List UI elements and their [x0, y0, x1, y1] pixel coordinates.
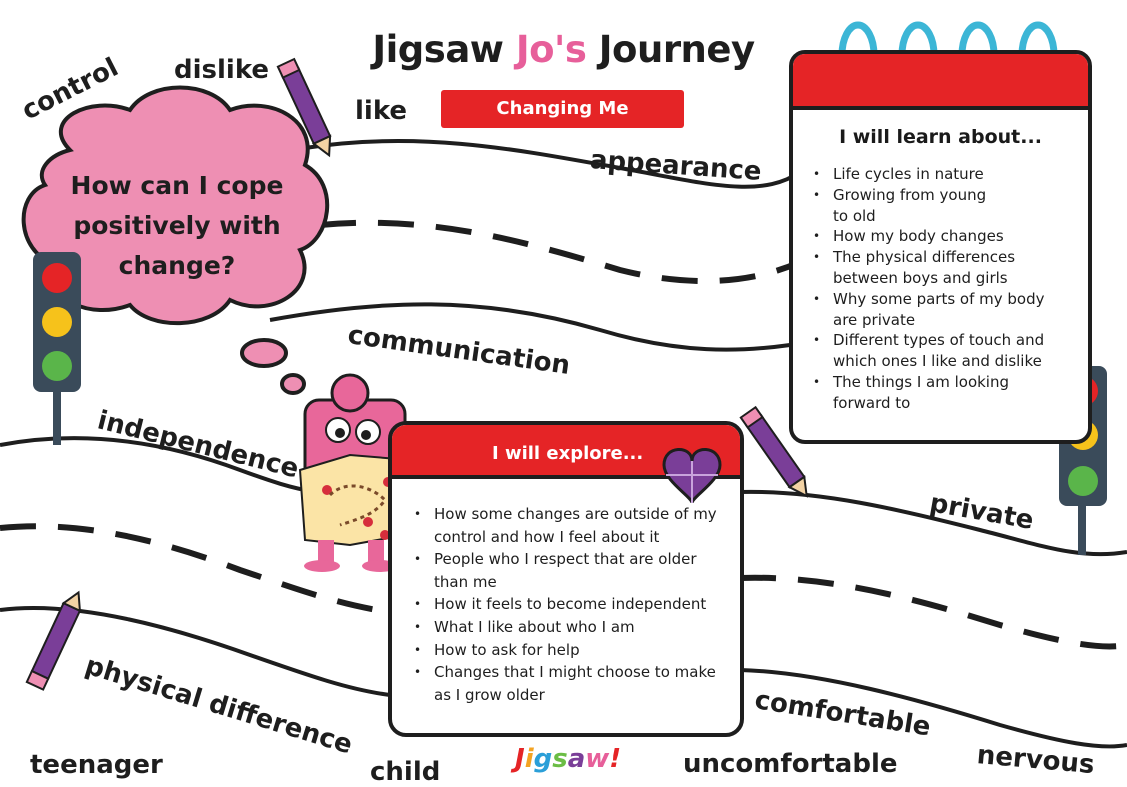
list-item: How my body changes [811, 226, 1071, 247]
title-part-2: Jo's [515, 28, 587, 71]
title-part-3: Journey [586, 28, 755, 71]
list-item: How some changes are outside of my contr… [412, 503, 734, 548]
list-item: Life cycles in nature [811, 164, 1071, 185]
title-part-1: Jigsaw [372, 28, 516, 71]
list-item: Why some parts of my body are private [811, 289, 1071, 331]
road-top-edge [304, 138, 802, 189]
logo-letter: w [585, 744, 610, 774]
logo-letter: a [567, 744, 586, 774]
list-item: The physical differences between boys an… [811, 247, 1071, 289]
cloud-question: How can I cope positively with change? [70, 171, 284, 280]
traffic-light-icon-left [33, 252, 81, 445]
list-item: Changes that I might choose to make as I… [412, 661, 734, 706]
word-like: like [355, 96, 408, 126]
word-teenager: teenager [30, 750, 163, 780]
road-top-lower-edge [269, 302, 791, 352]
road-bottom-edge-right [739, 668, 1127, 749]
learn-title: I will learn about... [839, 126, 1042, 148]
road-mid-dash [0, 523, 391, 615]
explore-list: How some changes are outside of my contr… [412, 503, 734, 706]
unit-banner: Changing Me [441, 90, 684, 128]
pencil-icon-middle [739, 405, 808, 498]
logo-letter: J [515, 744, 525, 774]
list-item: What I like about who I am [412, 616, 734, 639]
jigsaw-logo: Jigsaw! [515, 744, 621, 774]
list-item: How it feels to become independent [412, 593, 734, 616]
road-mid-dash-right [739, 574, 1127, 650]
jigsaw-character-icon [298, 373, 412, 572]
word-dislike: dislike [174, 55, 270, 85]
calendar-header [793, 54, 1088, 110]
logo-letter: i [524, 744, 534, 774]
road-top-dash [319, 219, 802, 284]
pencil-icon-top [276, 57, 332, 158]
page-title: Jigsaw Jo's Journey [0, 28, 1127, 71]
list-item: The things I am looking forward to [811, 372, 1071, 414]
logo-letter: ! [609, 744, 622, 774]
word-uncomfortable: uncomfortable [683, 749, 898, 779]
list-item: Growing from young to old [811, 185, 1071, 227]
list-item: People who I respect that are older than… [412, 548, 734, 593]
list-item: Different types of touch and which ones … [811, 330, 1071, 372]
puzzle-heart-icon-overlay [662, 448, 722, 504]
thought-cloud-icon [21, 85, 330, 395]
list-item: How to ask for help [412, 639, 734, 662]
learn-calendar-card: I will learn about... Life cycles in nat… [789, 50, 1092, 444]
pencil-icon-bottom [25, 590, 82, 691]
word-child: child [370, 757, 441, 787]
learn-list: Life cycles in nature Growing from young… [811, 164, 1071, 414]
logo-letter: s [552, 744, 568, 774]
logo-letter: g [533, 744, 553, 774]
